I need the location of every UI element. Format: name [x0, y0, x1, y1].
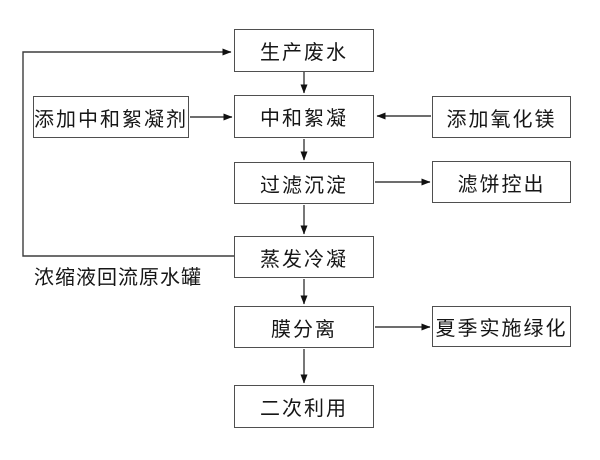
node-filtration-sedimentation: 过滤沉淀: [234, 162, 374, 204]
node-neutralization-flocculation: 中和絮凝: [234, 95, 374, 138]
node-secondary-use: 二次利用: [234, 385, 374, 428]
node-add-magnesium-oxide: 添加氧化镁: [432, 96, 571, 138]
node-summer-greening: 夏季实施绿化: [432, 306, 571, 347]
node-add-neutralizing-flocculant: 添加中和絮凝剂: [33, 96, 189, 138]
node-filter-cake-out: 滤饼控出: [432, 161, 571, 203]
node-membrane-separation: 膜分离: [234, 306, 374, 348]
label-concentrate-return: 浓缩液回流原水罐: [34, 267, 202, 289]
edge-evaporate-to-production-feedback: [22, 48, 234, 257]
node-production-wastewater: 生产废水: [234, 29, 374, 72]
node-evaporation-condensation: 蒸发冷凝: [234, 236, 374, 278]
